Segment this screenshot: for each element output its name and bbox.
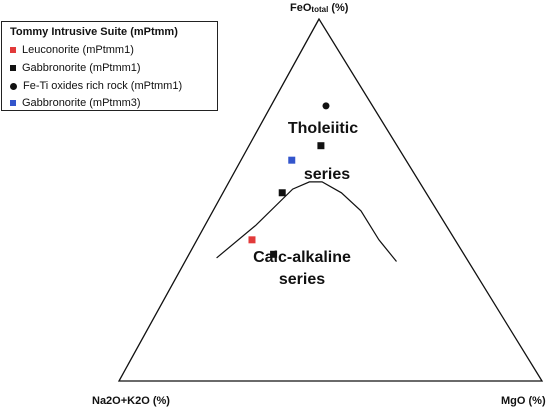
apex-label-alkali: Na2O+K2O (%) <box>92 395 170 407</box>
data-point-series3-0 <box>288 156 296 164</box>
data-point-series0-0 <box>248 236 256 244</box>
legend-marker-black-circle <box>10 82 17 90</box>
data-point-series1-0 <box>317 142 325 150</box>
legend-marker-blue-square <box>10 100 16 106</box>
data-point-series1-2 <box>270 250 278 258</box>
legend-marker-black-square <box>10 65 16 71</box>
apex-label-feo-suffix: (%) <box>328 2 349 14</box>
data-point-series1-1 <box>278 189 286 197</box>
apex-label-feo-sub: total <box>311 5 328 14</box>
legend-label: Gabbronorite (mPtmm3) <box>22 97 141 109</box>
field-label-tholeiitic-line1: Tholeiitic <box>288 120 358 137</box>
tholeiitic-calc-alkaline-boundary-line <box>216 181 397 262</box>
legend-item-fe-ti-oxides: Fe-Ti oxides rich rock (mPtmm1) <box>10 78 182 94</box>
apex-label-feo: FeOtotal (%) <box>290 2 349 14</box>
legend: Tommy Intrusive Suite (mPtmm) Leuconorit… <box>1 21 218 111</box>
legend-item-leuconorite-mptmm1: Leuconorite (mPtmm1) <box>10 42 134 58</box>
data-points <box>248 102 330 258</box>
legend-item-gabbronorite-mptmm1: Gabbronorite (mPtmm1) <box>10 60 141 76</box>
ternary-triangle <box>117 17 544 382</box>
apex-label-feo-main: FeO <box>290 2 312 14</box>
legend-label: Leuconorite (mPtmm1) <box>22 44 134 56</box>
legend-item-gabbronorite-mptmm3: Gabbronorite (mPtmm3) <box>10 95 141 111</box>
legend-label: Gabbronorite (mPtmm1) <box>22 62 141 74</box>
field-label-calc-alkaline-line2: series <box>279 271 325 288</box>
apex-label-mgo: MgO (%) <box>501 395 546 407</box>
field-label-tholeiitic-line2: series <box>304 166 350 183</box>
field-label-calc-alkaline-line1: Calc-alkaline <box>253 249 351 266</box>
legend-marker-red-square <box>10 47 16 53</box>
legend-label: Fe-Ti oxides rich rock (mPtmm1) <box>23 80 183 92</box>
data-point-series2-0 <box>322 102 330 110</box>
legend-title: Tommy Intrusive Suite (mPtmm) <box>10 26 178 38</box>
